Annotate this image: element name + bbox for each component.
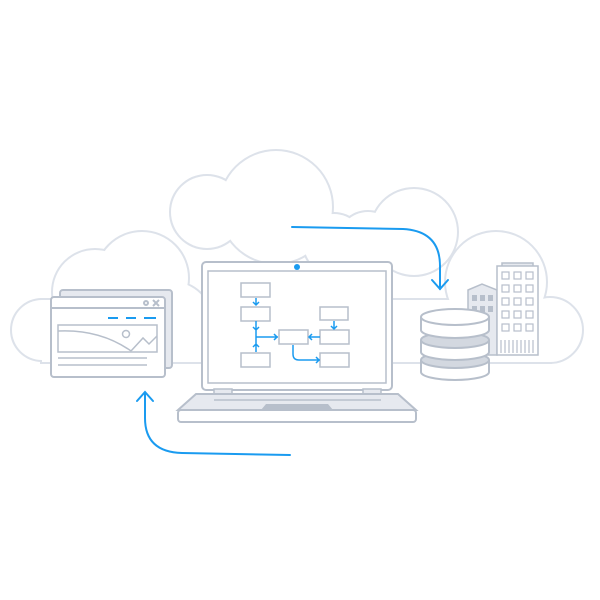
camera-icon [294,264,300,270]
arrow-icon [291,226,449,291]
building-icon [467,262,539,356]
browser-window-icon [50,289,173,378]
close-icon [152,299,160,307]
database-icon [420,308,490,381]
trackpad [261,404,333,410]
window-dot-icon [143,300,149,306]
flowchart-icon [240,282,350,368]
arrow-icon [136,390,291,456]
